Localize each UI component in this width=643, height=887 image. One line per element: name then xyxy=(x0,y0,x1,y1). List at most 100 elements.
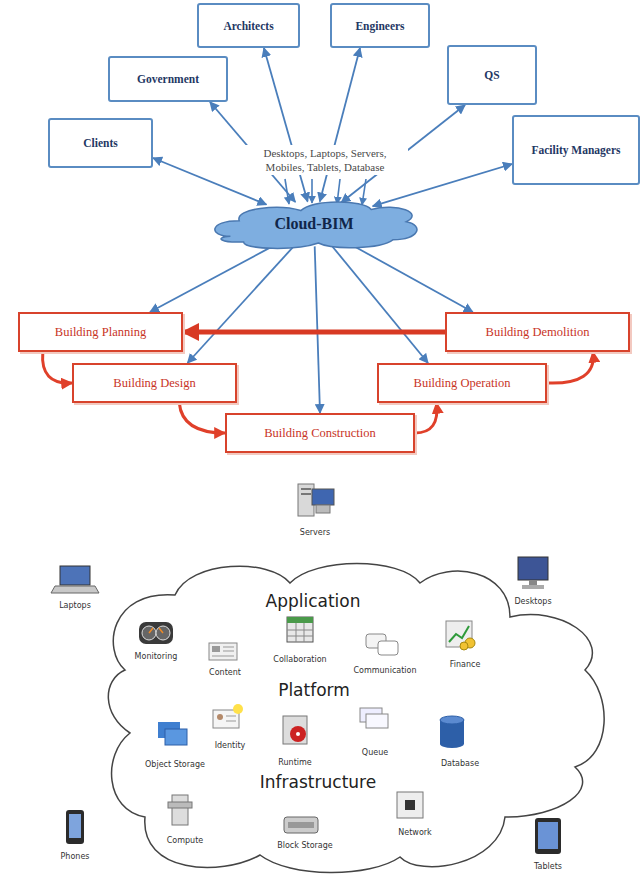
collaboration-icon xyxy=(304,623,305,642)
block-storage-icon xyxy=(288,822,314,828)
icon-caption: Database xyxy=(441,759,479,768)
desktop-icon xyxy=(518,557,548,580)
tablet-icon xyxy=(535,818,561,854)
collaboration-icon xyxy=(287,630,313,631)
phone-icon xyxy=(69,814,81,838)
collaboration-icon xyxy=(287,617,313,642)
box-label: QS xyxy=(484,69,499,81)
desktop-icon xyxy=(529,580,537,585)
servers-icon xyxy=(312,489,334,505)
finance-icon xyxy=(460,642,468,650)
connector-arrow xyxy=(264,48,308,202)
queue-icon xyxy=(366,714,388,728)
network-icon xyxy=(397,792,423,818)
database-icon xyxy=(440,716,464,724)
identity-icon xyxy=(226,716,236,717)
runtime-icon xyxy=(283,716,307,744)
icon-caption: Servers xyxy=(300,528,330,537)
lifecycle-label: Building Demolition xyxy=(486,325,590,340)
stakeholder-box: Facility Managers xyxy=(512,115,640,185)
device-arrows xyxy=(337,179,340,204)
icon-caption: Queue xyxy=(362,748,388,757)
lifecycle-box: Building Operation xyxy=(377,363,547,403)
laptop-icon xyxy=(51,586,99,593)
icon-caption: Collaboration xyxy=(273,655,326,664)
icon-caption: Network xyxy=(398,828,431,837)
stakeholder-box: Architects xyxy=(197,3,300,48)
collaboration-icon xyxy=(296,623,297,642)
object-storage-icon xyxy=(165,729,187,745)
device-arrows xyxy=(311,179,313,203)
icon-caption: Finance xyxy=(450,660,481,669)
finance-icon xyxy=(446,621,475,650)
icon-caption: Runtime xyxy=(278,758,311,767)
object-storage-icon xyxy=(158,722,187,745)
icon-caption: Laptops xyxy=(59,601,91,610)
stakeholder-box: Engineers xyxy=(330,3,430,48)
compute-icon xyxy=(172,795,188,825)
servers-icon xyxy=(316,505,330,513)
cloud-title: Cloud-BIM xyxy=(274,215,353,233)
block-storage-icon xyxy=(284,817,318,833)
connector-arrow xyxy=(351,245,473,312)
icon-caption: Compute xyxy=(167,836,203,845)
identity-icon xyxy=(217,714,223,720)
compute-icon xyxy=(168,795,192,825)
identity-icon xyxy=(213,704,243,728)
collaboration-icon xyxy=(287,617,313,623)
compute-icon xyxy=(168,802,192,808)
identity-icon xyxy=(233,704,243,714)
network-icon xyxy=(397,792,423,818)
communication-icon xyxy=(366,634,398,655)
connector-arrow xyxy=(320,48,360,202)
lifecycle-label: Building Construction xyxy=(264,426,375,441)
stakeholder-box: QS xyxy=(447,45,537,105)
monitoring-icon xyxy=(142,626,156,640)
collaboration-icon xyxy=(287,636,313,637)
block-storage-icon xyxy=(284,817,318,833)
box-label: Clients xyxy=(83,137,118,149)
identity-icon xyxy=(226,721,236,722)
connector-arrow xyxy=(332,246,428,363)
icon-caption: Object Storage xyxy=(145,760,205,769)
layer-title: Infrastructure xyxy=(260,772,376,792)
box-label: Facility Managers xyxy=(531,144,620,156)
monitoring-icon xyxy=(139,622,173,644)
stakeholder-box: Clients xyxy=(48,118,153,168)
connector-arrow xyxy=(43,352,72,383)
database-icon xyxy=(440,716,464,748)
runtime-icon xyxy=(296,732,300,736)
icon-caption: Communication xyxy=(353,666,416,675)
lifecycle-box: Building Design xyxy=(72,363,237,403)
desktop-icon xyxy=(522,585,544,589)
connector-arrow xyxy=(547,352,593,383)
content-icon xyxy=(212,656,234,657)
cloud-outline-shape xyxy=(108,564,604,873)
lifecycle-label: Building Operation xyxy=(414,376,511,391)
servers-icon xyxy=(301,493,311,495)
phone-icon xyxy=(66,810,84,844)
box-label: Architects xyxy=(223,20,273,32)
layer-title: Platform xyxy=(278,680,350,700)
connector-arrow xyxy=(179,403,225,433)
network-icon xyxy=(405,800,415,810)
servers-icon xyxy=(298,484,334,516)
connector-arrow xyxy=(188,246,295,363)
lifecycle-label: Building Design xyxy=(113,376,195,391)
cloud-hub: Cloud-BIM xyxy=(204,196,424,252)
lifecycle-box: Building Demolition xyxy=(445,312,630,352)
stakeholder-box: Government xyxy=(108,56,228,102)
connector-arrow xyxy=(150,245,276,312)
queue-icon xyxy=(360,708,388,728)
content-icon xyxy=(223,647,234,648)
connector-arrow xyxy=(415,403,437,433)
database-icon xyxy=(440,740,464,748)
icon-caption: Content xyxy=(209,668,241,677)
icon-caption: Phones xyxy=(61,852,90,861)
lifecycle-box: Building Planning xyxy=(18,312,183,352)
monitoring-icon xyxy=(159,628,163,633)
monitoring-icon xyxy=(156,626,170,640)
icon-caption: Monitoring xyxy=(135,652,178,661)
layer-title: Application xyxy=(266,591,361,611)
icon-caption: Block Storage xyxy=(277,841,332,850)
